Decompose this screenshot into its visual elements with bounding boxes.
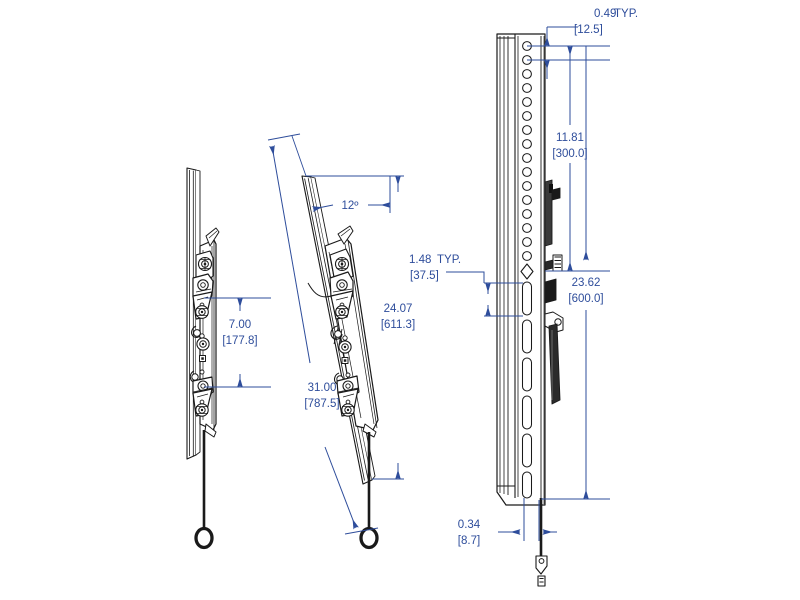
center-lower-clamp <box>336 375 360 417</box>
center-release-cord <box>359 432 379 550</box>
right-front-view-wallplate <box>496 33 564 587</box>
wallplate-slot-column <box>521 281 533 499</box>
dim-center-tilted-extent-mm: [787.5] <box>304 398 339 410</box>
wallplate-hardware <box>544 179 564 405</box>
dim-center-tilted-extent-inch: 31.00 <box>308 382 337 394</box>
left-side-view-flat <box>186 167 220 550</box>
dim-left-hole-spacing-inch: 7.00 <box>229 319 251 331</box>
right-release-cord <box>535 498 548 587</box>
dim-right-plate-thickness <box>498 498 557 541</box>
dim-left-hole-spacing <box>204 297 271 388</box>
left-upper-clamp <box>195 250 214 282</box>
dim-right-slot-pitch-mm: [37.5] <box>410 270 439 282</box>
dim-center-bracket-height-mm: [611.3] <box>381 319 415 331</box>
dim-center-tilt-angle-value: 12º <box>342 200 360 212</box>
dim-right-slot-pitch <box>446 271 523 317</box>
dim-right-top-offset-inch: 0.49 <box>578 8 626 20</box>
left-pivot-knuckle <box>192 273 214 320</box>
dim-right-upper-span-mm: [300.0] <box>552 148 587 160</box>
dim-right-slot-pitch-inch: 1.48 <box>409 254 431 266</box>
dim-right-top-offset-mm: [12.5] <box>574 24 603 36</box>
dim-right-plate-thickness-mm: [8.7] <box>458 535 480 547</box>
dim-left-hole-spacing-mm: [177.8] <box>222 335 257 347</box>
center-angle-construction <box>291 135 307 177</box>
dim-right-slot-pitch-typ: TYP. <box>437 254 461 266</box>
dim-center-bracket-height-inch: 24.07 <box>384 303 413 315</box>
left-lower-clamp <box>192 376 214 417</box>
dim-right-total-span-inch: 23.62 <box>572 277 601 289</box>
dim-right-total-span <box>527 45 610 500</box>
center-pivot-knuckle <box>307 271 354 320</box>
dim-right-upper-span-inch: 11.81 <box>556 132 584 144</box>
dim-center-tilted-extent <box>267 133 379 535</box>
dim-right-total-span-mm: [600.0] <box>568 293 603 305</box>
left-release-cord <box>194 430 214 550</box>
dim-center-bracket-height <box>362 175 404 480</box>
dim-right-top-offset-typ: TYP. <box>614 8 638 20</box>
center-side-view-tilted <box>291 135 379 550</box>
dim-right-plate-thickness-inch: 0.34 <box>458 519 481 531</box>
